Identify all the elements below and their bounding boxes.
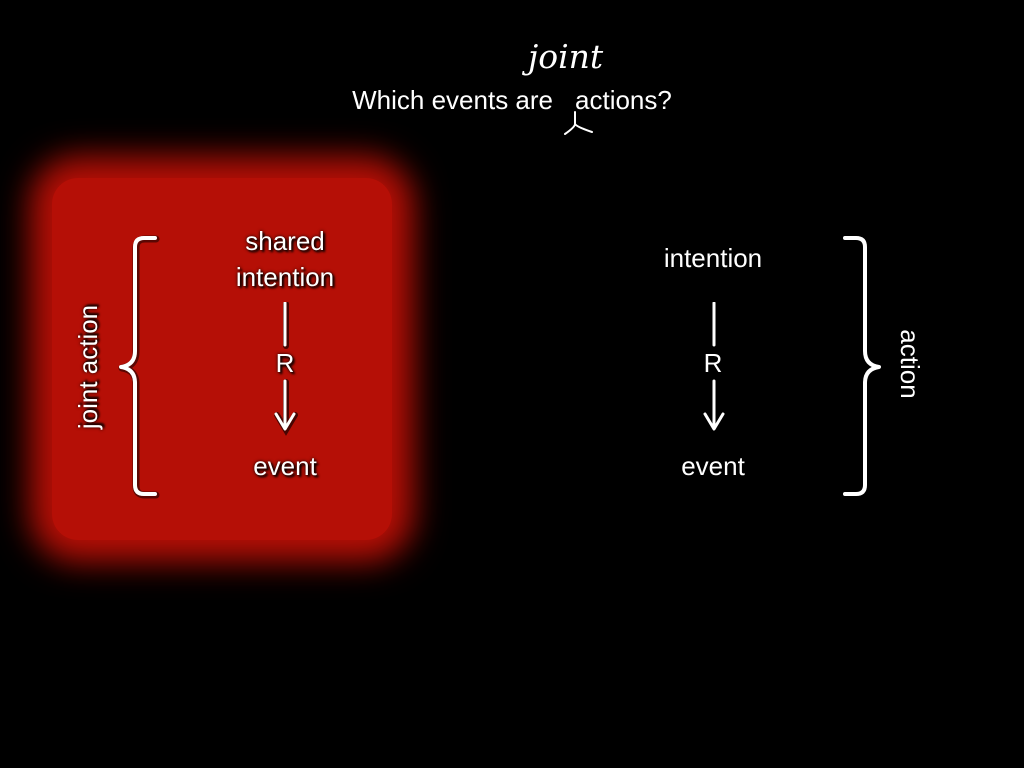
left-arrow bbox=[274, 302, 298, 436]
left-top-node: shared intention bbox=[185, 223, 385, 295]
slide-title: Which events are actions? bbox=[0, 85, 1024, 116]
right-arrow bbox=[703, 302, 725, 431]
joint-action-highlight bbox=[52, 178, 392, 540]
right-bottom-node: event bbox=[681, 451, 745, 481]
left-top-node-line2: intention bbox=[235, 262, 335, 292]
right-relation-label: R bbox=[703, 348, 723, 378]
left-top-node-line1: shared bbox=[245, 226, 325, 256]
right-top-node: intention bbox=[663, 243, 763, 273]
left-brace bbox=[118, 235, 160, 499]
title-before: Which events are bbox=[352, 85, 554, 115]
action-label: action bbox=[895, 329, 925, 399]
left-relation-label: R bbox=[275, 348, 295, 378]
insertion-caret-icon bbox=[564, 111, 593, 135]
title-after: actions? bbox=[575, 85, 672, 115]
right-brace bbox=[843, 236, 881, 496]
inserted-word: joint bbox=[528, 37, 604, 76]
joint-action-label: joint action bbox=[73, 304, 103, 430]
left-bottom-node: event bbox=[253, 451, 317, 481]
